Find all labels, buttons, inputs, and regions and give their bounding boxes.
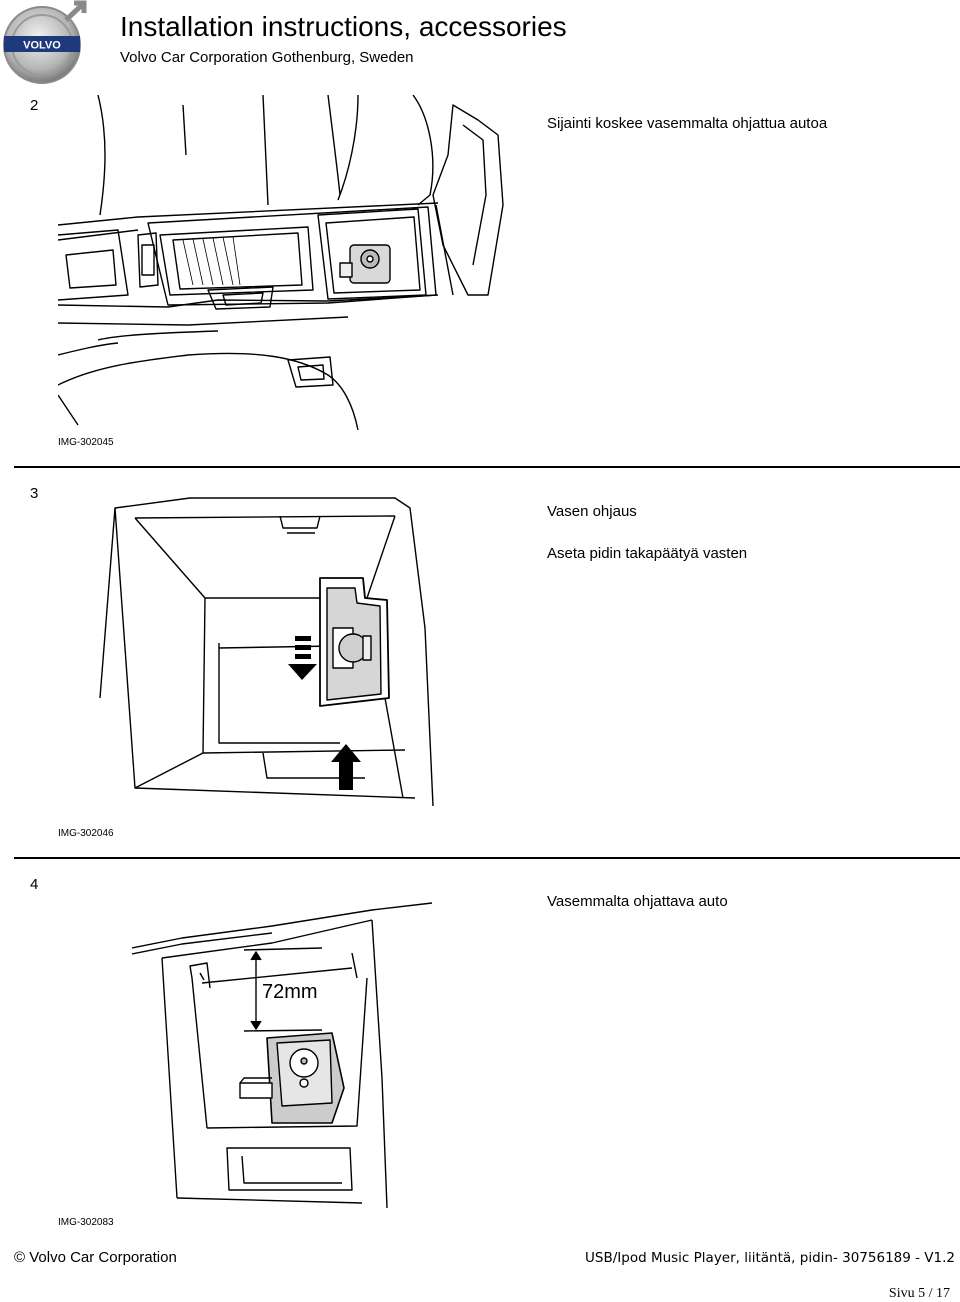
step-instruction: Aseta pidin takapäätyä vasten <box>547 545 748 562</box>
step-instruction: Vasen ohjaus <box>547 503 637 520</box>
step-instruction: Sijainti koskee vasemmalta ohjattua auto… <box>547 115 828 132</box>
dimension-label: 72mm <box>262 981 318 1003</box>
document-reference: USB/Ipod Music Player, liitäntä, pidin- … <box>585 1250 955 1266</box>
volvo-logo: VOLVO <box>3 0 87 84</box>
image-id: IMG-302046 <box>58 828 114 839</box>
page-number: Sivu 5 / 17 <box>888 1286 950 1301</box>
separator <box>14 466 960 468</box>
image-id: IMG-302045 <box>58 437 114 448</box>
holder-illustration-step-3 <box>95 488 465 813</box>
logo-wordmark: VOLVO <box>23 40 61 52</box>
step-instruction: Vasemmalta ohjattava auto <box>547 893 728 910</box>
step-number: 3 <box>30 485 39 502</box>
image-id: IMG-302083 <box>58 1217 114 1228</box>
separator <box>14 857 960 859</box>
step-number: 4 <box>30 876 39 893</box>
document-title: Installation instructions, accessories <box>120 11 567 42</box>
document-subtitle: Volvo Car Corporation Gothenburg, Sweden <box>120 49 414 66</box>
step-number: 2 <box>30 97 39 114</box>
copyright-notice: © Volvo Car Corporation <box>14 1249 177 1266</box>
mounting-illustration-step-4: 72mm <box>132 898 434 1220</box>
console-illustration-step-2 <box>58 95 508 430</box>
